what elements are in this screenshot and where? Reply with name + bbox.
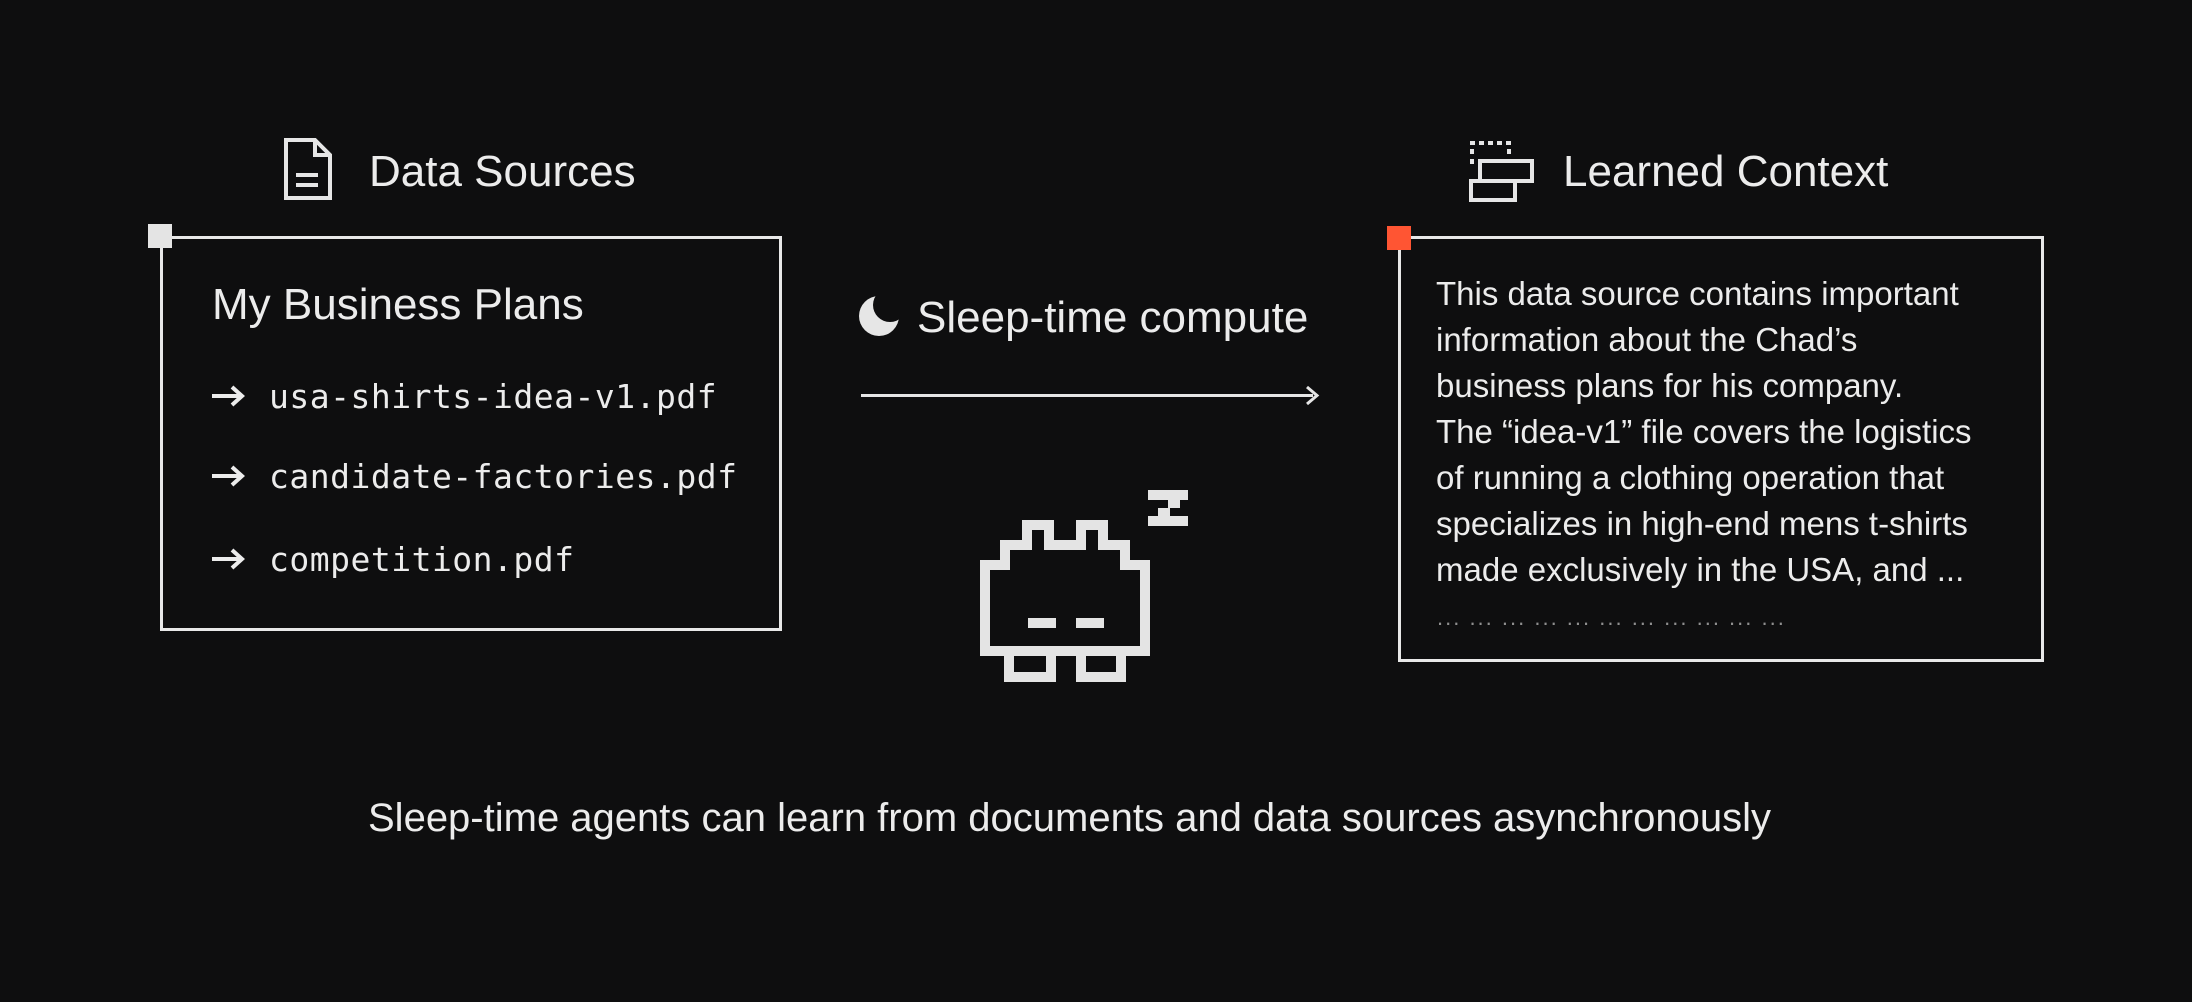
file-name: usa-shirts-idea-v1.pdf	[269, 376, 718, 416]
context-line: business plans for his company.	[1436, 367, 1904, 404]
file-item[interactable]: candidate-factories.pdf	[212, 456, 737, 496]
arrow-right-icon	[212, 548, 245, 570]
business-plans-title: My Business Plans	[212, 280, 584, 329]
context-line: of running a clothing operation that	[1436, 459, 1945, 496]
document-icon	[283, 137, 333, 201]
file-name: competition.pdf	[269, 539, 575, 579]
file-name: candidate-factories.pdf	[269, 456, 738, 496]
context-line: This data source contains important	[1436, 275, 1959, 312]
context-line: The “idea-v1” file covers the logistics	[1436, 413, 1972, 450]
learned-context-title: Learned Context	[1563, 147, 1889, 196]
diagram-caption: Sleep-time agents can learn from documen…	[368, 796, 1771, 840]
context-line: information about the Chad’s	[1436, 321, 1858, 358]
file-item[interactable]: usa-shirts-idea-v1.pdf	[212, 376, 717, 416]
stacked-blocks-icon	[1468, 139, 1534, 203]
file-item[interactable]: competition.pdf	[212, 539, 575, 579]
context-line: made exclusively in the USA, and ...	[1436, 551, 1965, 588]
moon-icon	[858, 293, 902, 337]
flow-arrow	[861, 382, 1325, 415]
sleeping-pixel-creature-icon	[968, 490, 1192, 696]
data-sources-title: Data Sources	[369, 147, 636, 196]
sleep-time-compute-label: Sleep-time compute	[917, 293, 1309, 342]
arrow-right-icon	[212, 465, 245, 487]
learned-context-corner-marker	[1387, 226, 1411, 250]
learned-context-summary: This data source contains important info…	[1436, 271, 2046, 593]
context-trailing-dots: ... ... ... ... ... ... ... ... ... ... …	[1437, 605, 1786, 630]
learned-context-box	[1398, 236, 2044, 662]
context-line: specializes in high-end mens t-shirts	[1436, 505, 1968, 542]
arrow-right-icon	[212, 385, 245, 407]
data-sources-box	[160, 236, 782, 631]
data-sources-corner-marker	[148, 224, 172, 248]
